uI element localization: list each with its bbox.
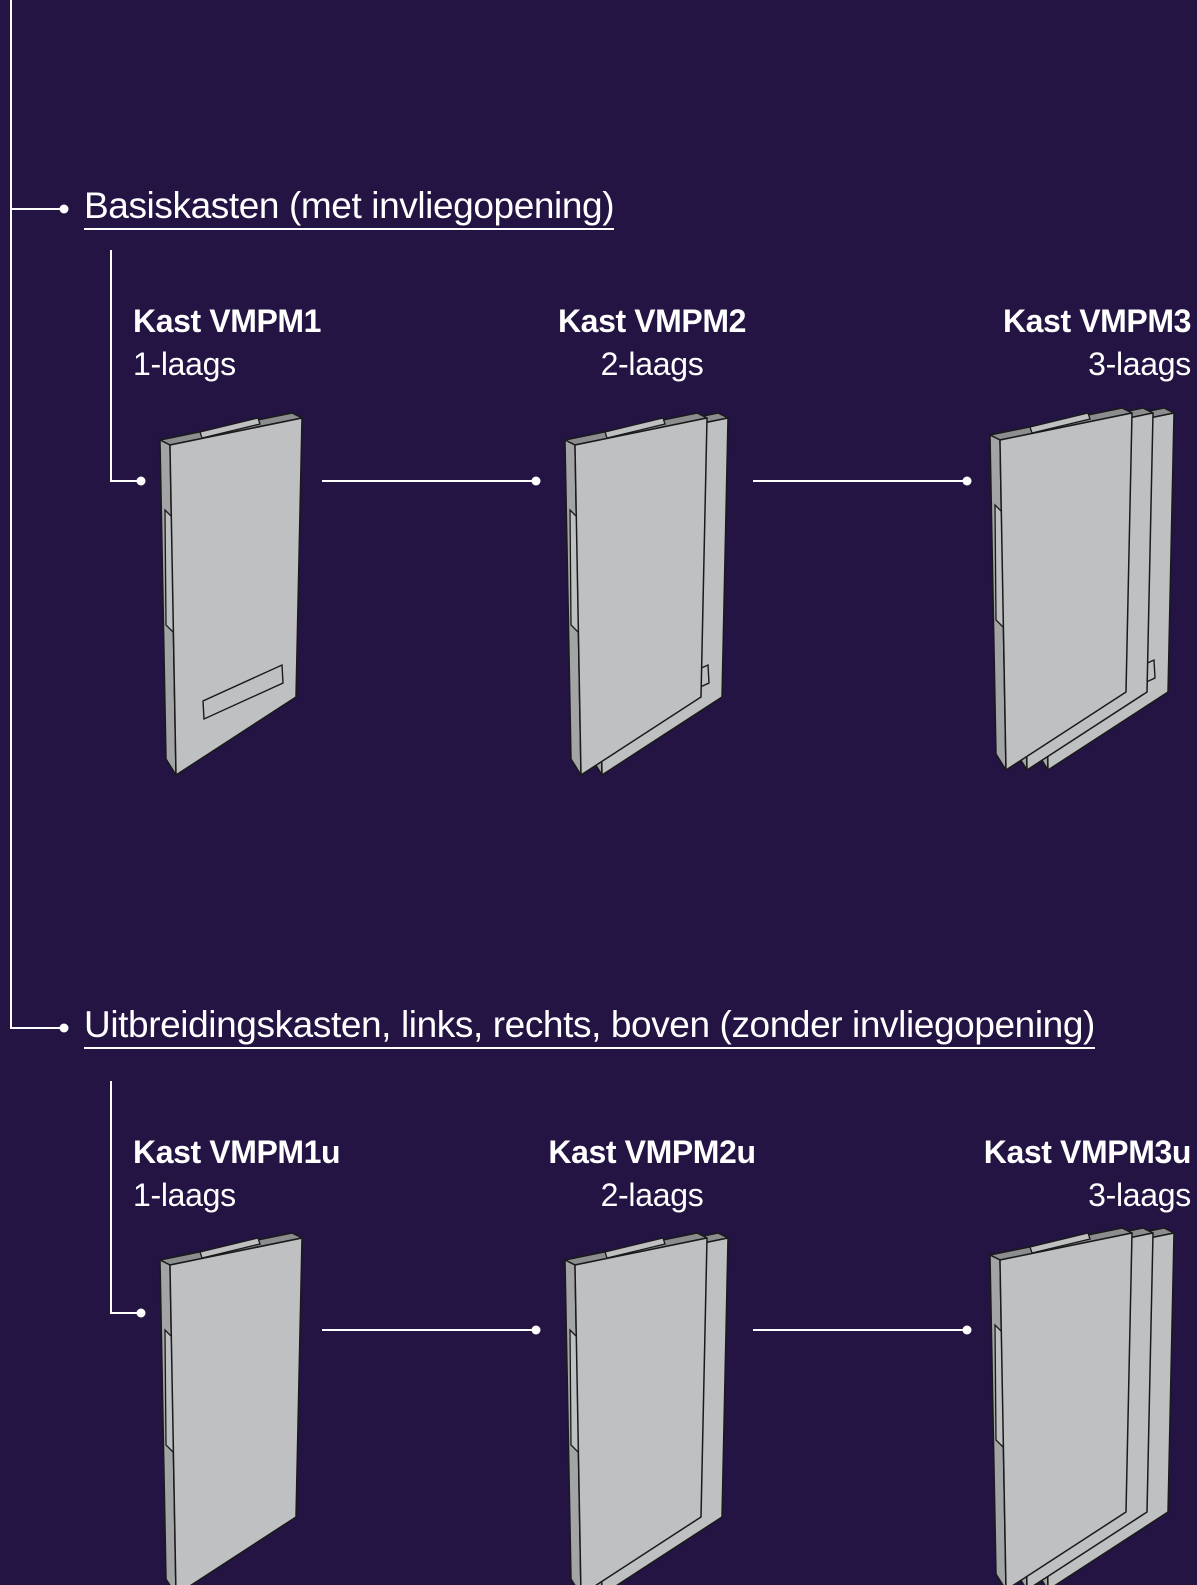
item-name: Kast VMPM1 [133, 303, 322, 339]
box-front-face [999, 1232, 1133, 1585]
bullet-dot [962, 1325, 972, 1335]
item-layers: 3-laags [1088, 346, 1191, 382]
top-handle-slot [1029, 412, 1091, 434]
item-label-vmpm1: Kast VMPM1 1-laags [133, 301, 321, 387]
section-2-item-line [110, 1081, 139, 1314]
bullet-dot [531, 476, 541, 486]
item-layers: 1-laags [133, 1177, 236, 1213]
section-title-text: Uitbreidingskasten, links, rechts, boven… [84, 1005, 1095, 1049]
section-title-text: Basiskasten (met invliegopening) [84, 186, 615, 230]
section-title-basiskasten[interactable]: Basiskasten (met invliegopening) [84, 186, 615, 230]
top-handle-slot [199, 1237, 261, 1259]
item-name: Kast VMPM1u [133, 1134, 341, 1170]
item-layers: 3-laags [1088, 1177, 1191, 1213]
box-front-face [574, 417, 708, 776]
flight-opening-slot [202, 663, 284, 721]
section-1-item-line [110, 250, 139, 482]
item-name: Kast VMPM2u [548, 1134, 756, 1170]
item-label-vmpm1u: Kast VMPM1u 1-laags [133, 1132, 341, 1218]
bullet-dot [962, 476, 972, 486]
item-layers: 1-laags [133, 346, 236, 382]
hive-box-vmpm3u-illustration [989, 1227, 1175, 1585]
hive-box-vmpm1-illustration [159, 412, 303, 776]
top-handle-slot [199, 417, 261, 439]
item-name: Kast VMPM2 [557, 303, 747, 339]
item-name: Kast VMPM3u [983, 1134, 1192, 1170]
hive-box-vmpm2u-illustration [564, 1232, 729, 1585]
bullet-dot [531, 1325, 541, 1335]
bullet-dot [59, 204, 69, 214]
hive-box-vmpm3-illustration [989, 407, 1175, 771]
item-layers: 2-laags [600, 1177, 704, 1213]
top-handle-slot [604, 1237, 666, 1259]
main-trunk-line [10, 0, 60, 1029]
top-handle-slot [1029, 1232, 1091, 1254]
box-front-face [574, 1237, 708, 1585]
box-front-face [169, 1237, 303, 1585]
item-layers: 2-laags [600, 346, 704, 382]
bullet-dot [136, 1308, 146, 1318]
section-title-uitbreidingskasten[interactable]: Uitbreidingskasten, links, rechts, boven… [84, 1005, 1095, 1049]
box-front-face [999, 412, 1133, 771]
item-label-vmpm2: Kast VMPM2 2-laags [547, 301, 757, 387]
item-label-vmpm2u: Kast VMPM2u 2-laags [537, 1132, 767, 1218]
item-name: Kast VMPM3 [1002, 303, 1191, 339]
item-label-vmpm3u: Kast VMPM3u 3-laags [983, 1132, 1192, 1218]
box-front-face [169, 417, 303, 776]
top-handle-slot [604, 417, 666, 439]
bullet-dot [59, 1023, 69, 1033]
item-label-vmpm3: Kast VMPM3 3-laags [1003, 301, 1191, 387]
bullet-dot [136, 476, 146, 486]
hive-box-vmpm2-illustration [564, 412, 729, 776]
hive-box-vmpm1u-illustration [159, 1232, 303, 1585]
